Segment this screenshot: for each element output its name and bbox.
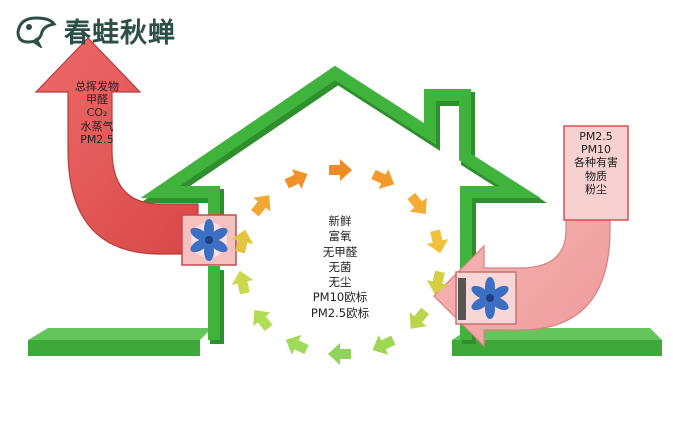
airflow-arrow — [329, 159, 352, 181]
airflow-arrow — [328, 343, 351, 365]
exhaust-fan-icon — [181, 214, 237, 266]
frog-head-icon — [16, 16, 57, 48]
airflow-arrow — [371, 169, 395, 190]
airflow-arrow — [407, 192, 427, 214]
ground-base — [28, 328, 662, 356]
intake-pollutant-item: PM10 — [580, 143, 612, 157]
intake-pollutant-item: PM2.5 — [579, 130, 613, 143]
intake-pollutant-item: 粉尘 — [585, 182, 607, 196]
airflow-arrow — [285, 334, 309, 355]
benefit-item: PM2.5欧标 — [310, 305, 370, 320]
house-outline — [140, 65, 548, 344]
intake-pollutant-list: PM2.5 PM10 各种有害 物质 粉尘 — [568, 130, 624, 196]
brand: 春蛙秋蝉 — [14, 8, 176, 52]
intake-pollutant-item: 各种有害 — [574, 156, 618, 170]
airflow-arrow — [426, 229, 449, 254]
exhaust-pollutant-item: 水蒸气 — [80, 119, 114, 133]
benefit-item: 无菌 — [328, 259, 352, 274]
airflow-arrow — [426, 270, 449, 295]
benefit-item: PM10欧标 — [312, 290, 368, 305]
exhaust-pollutant-item: PM2.5 — [80, 132, 114, 146]
intake-fan-icon — [455, 271, 517, 325]
airflow-arrow — [372, 334, 396, 355]
benefit-item: 无尘 — [328, 275, 352, 290]
exhaust-pollutant-item: 总挥发物 — [75, 80, 119, 93]
exhaust-pollutant-item: 甲醛 — [86, 93, 108, 107]
benefit-item: 富氧 — [328, 229, 352, 244]
intake-pollutant-box — [563, 125, 629, 221]
benefit-item: 无甲醛 — [322, 244, 358, 259]
airflow-arrow — [409, 307, 429, 329]
airflow-arrow — [231, 229, 254, 254]
fresh-air-benefit-list: 新鲜 富氧 无甲醛 无菌 无尘 PM10欧标 PM2.5欧标 — [295, 214, 385, 321]
airflow-arrow — [253, 310, 273, 332]
circular-airflow-arrows — [231, 159, 449, 365]
airflow-arrow — [284, 169, 308, 190]
exhaust-pollutant-item: CO₂ — [86, 106, 108, 120]
intake-pollutant-item: 物质 — [585, 169, 607, 183]
exhaust-pollutant-list: 总挥发物 甲醛 CO₂ 水蒸气 PM2.5 — [64, 80, 130, 146]
exhaust-arrow — [34, 37, 199, 255]
airflow-arrow — [231, 270, 254, 295]
brand-name: 春蛙秋蝉 — [64, 17, 176, 49]
airflow-arrow — [251, 195, 271, 217]
benefit-item: 新鲜 — [328, 214, 352, 228]
